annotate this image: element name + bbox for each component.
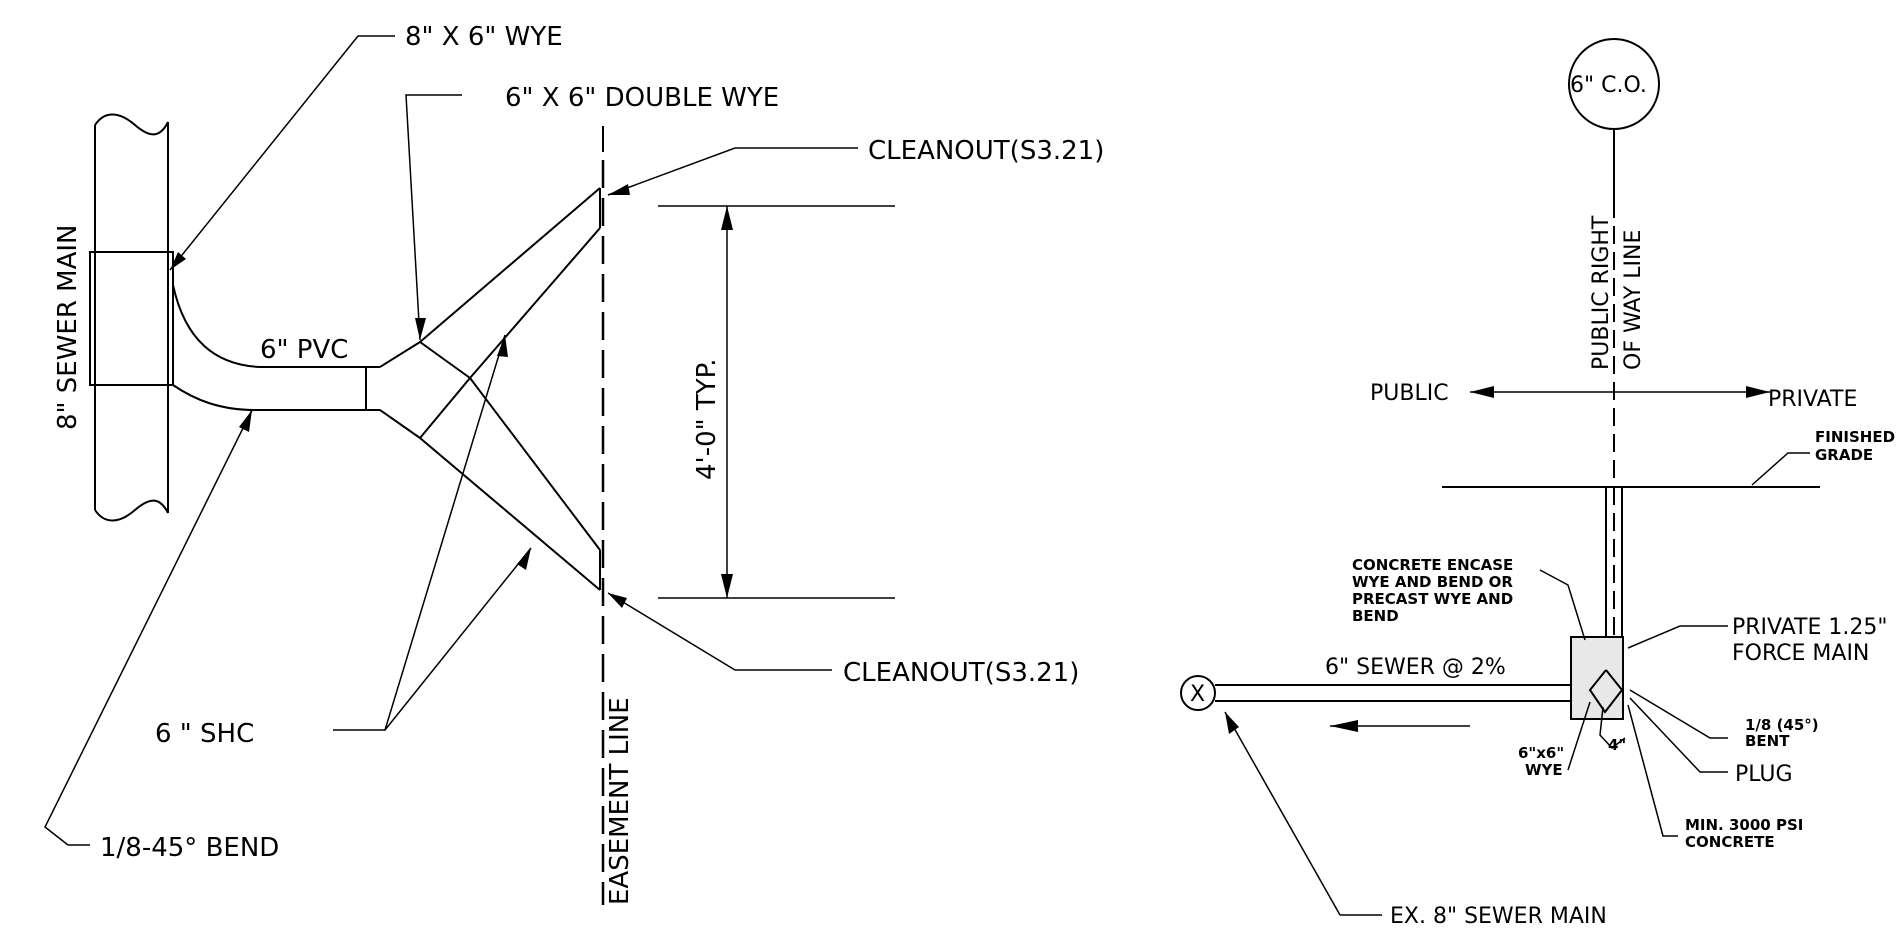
- shc-label: 6 " SHC: [155, 719, 254, 749]
- dimension-label: 4'-0" TYP.: [692, 359, 722, 481]
- pvc-branch: [172, 284, 380, 411]
- ex-main-symbol-label: X: [1190, 682, 1205, 707]
- bend-label: 1/8-45° BEND: [100, 833, 279, 863]
- cleanout-bottom-label: CLEANOUT(S3.21): [843, 658, 1079, 688]
- double-wye: [379, 187, 601, 591]
- bent-label-1: 1/8 (45°): [1745, 716, 1819, 734]
- encase-label-3: PRECAST WYE AND: [1352, 590, 1513, 608]
- bent-label-2: BENT: [1745, 732, 1790, 750]
- private-label: PRIVATE: [1768, 387, 1857, 412]
- right-detail: 6" C.O. PUBLIC RIGHT OF WAY LINE PUBLIC …: [1180, 38, 1895, 929]
- concrete-encasement: [1570, 636, 1624, 720]
- leaders-right: [1224, 569, 1728, 916]
- encase-label-1: CONCRETE ENCASE: [1352, 556, 1513, 574]
- cleanout-top-label: CLEANOUT(S3.21): [868, 136, 1104, 166]
- leaders-left: [44, 35, 858, 846]
- wye-label-1: 6"x6": [1518, 744, 1564, 762]
- encase-label-2: WYE AND BEND OR: [1352, 573, 1513, 591]
- concrete-label-1: MIN. 3000 PSI: [1685, 816, 1803, 834]
- force-main-label-2: FORCE MAIN: [1732, 641, 1869, 666]
- easement-label: EASEMENT LINE: [605, 697, 635, 905]
- pvc-label: 6" PVC: [260, 335, 348, 365]
- double-wye-label: 6" X 6" DOUBLE WYE: [505, 83, 779, 113]
- ex-main-label: EX. 8" SEWER MAIN: [1390, 904, 1607, 929]
- encase-label-4: BEND: [1352, 607, 1399, 625]
- dim-4-label: 4": [1608, 736, 1626, 754]
- force-main-label-1: PRIVATE 1.25": [1732, 615, 1887, 640]
- row-label-1: PUBLIC RIGHT: [1589, 215, 1614, 370]
- sewer-main-label: 8" SEWER MAIN: [53, 225, 83, 431]
- concrete-label-2: CONCRETE: [1685, 833, 1775, 851]
- ex-main-symbol: [1180, 675, 1216, 711]
- co-label: 6" C.O.: [1570, 73, 1647, 98]
- row-label-2: OF WAY LINE: [1621, 230, 1646, 370]
- plug-label: PLUG: [1735, 762, 1793, 787]
- wye-8x6-label: 8" X 6" WYE: [405, 22, 563, 52]
- public-label: PUBLIC: [1370, 381, 1449, 406]
- dimension-4ft: [658, 205, 895, 599]
- wye-label-2: WYE: [1525, 761, 1563, 779]
- finished-grade-label-1: FINISHED: [1815, 428, 1895, 446]
- sewer-label: 6" SEWER @ 2%: [1325, 655, 1506, 680]
- left-detail: 8" X 6" WYE 6" X 6" DOUBLE WYE CLEANOUT(…: [44, 22, 1104, 905]
- sewer-main-pipe: [89, 113, 174, 522]
- finished-grade-label-2: GRADE: [1815, 446, 1873, 464]
